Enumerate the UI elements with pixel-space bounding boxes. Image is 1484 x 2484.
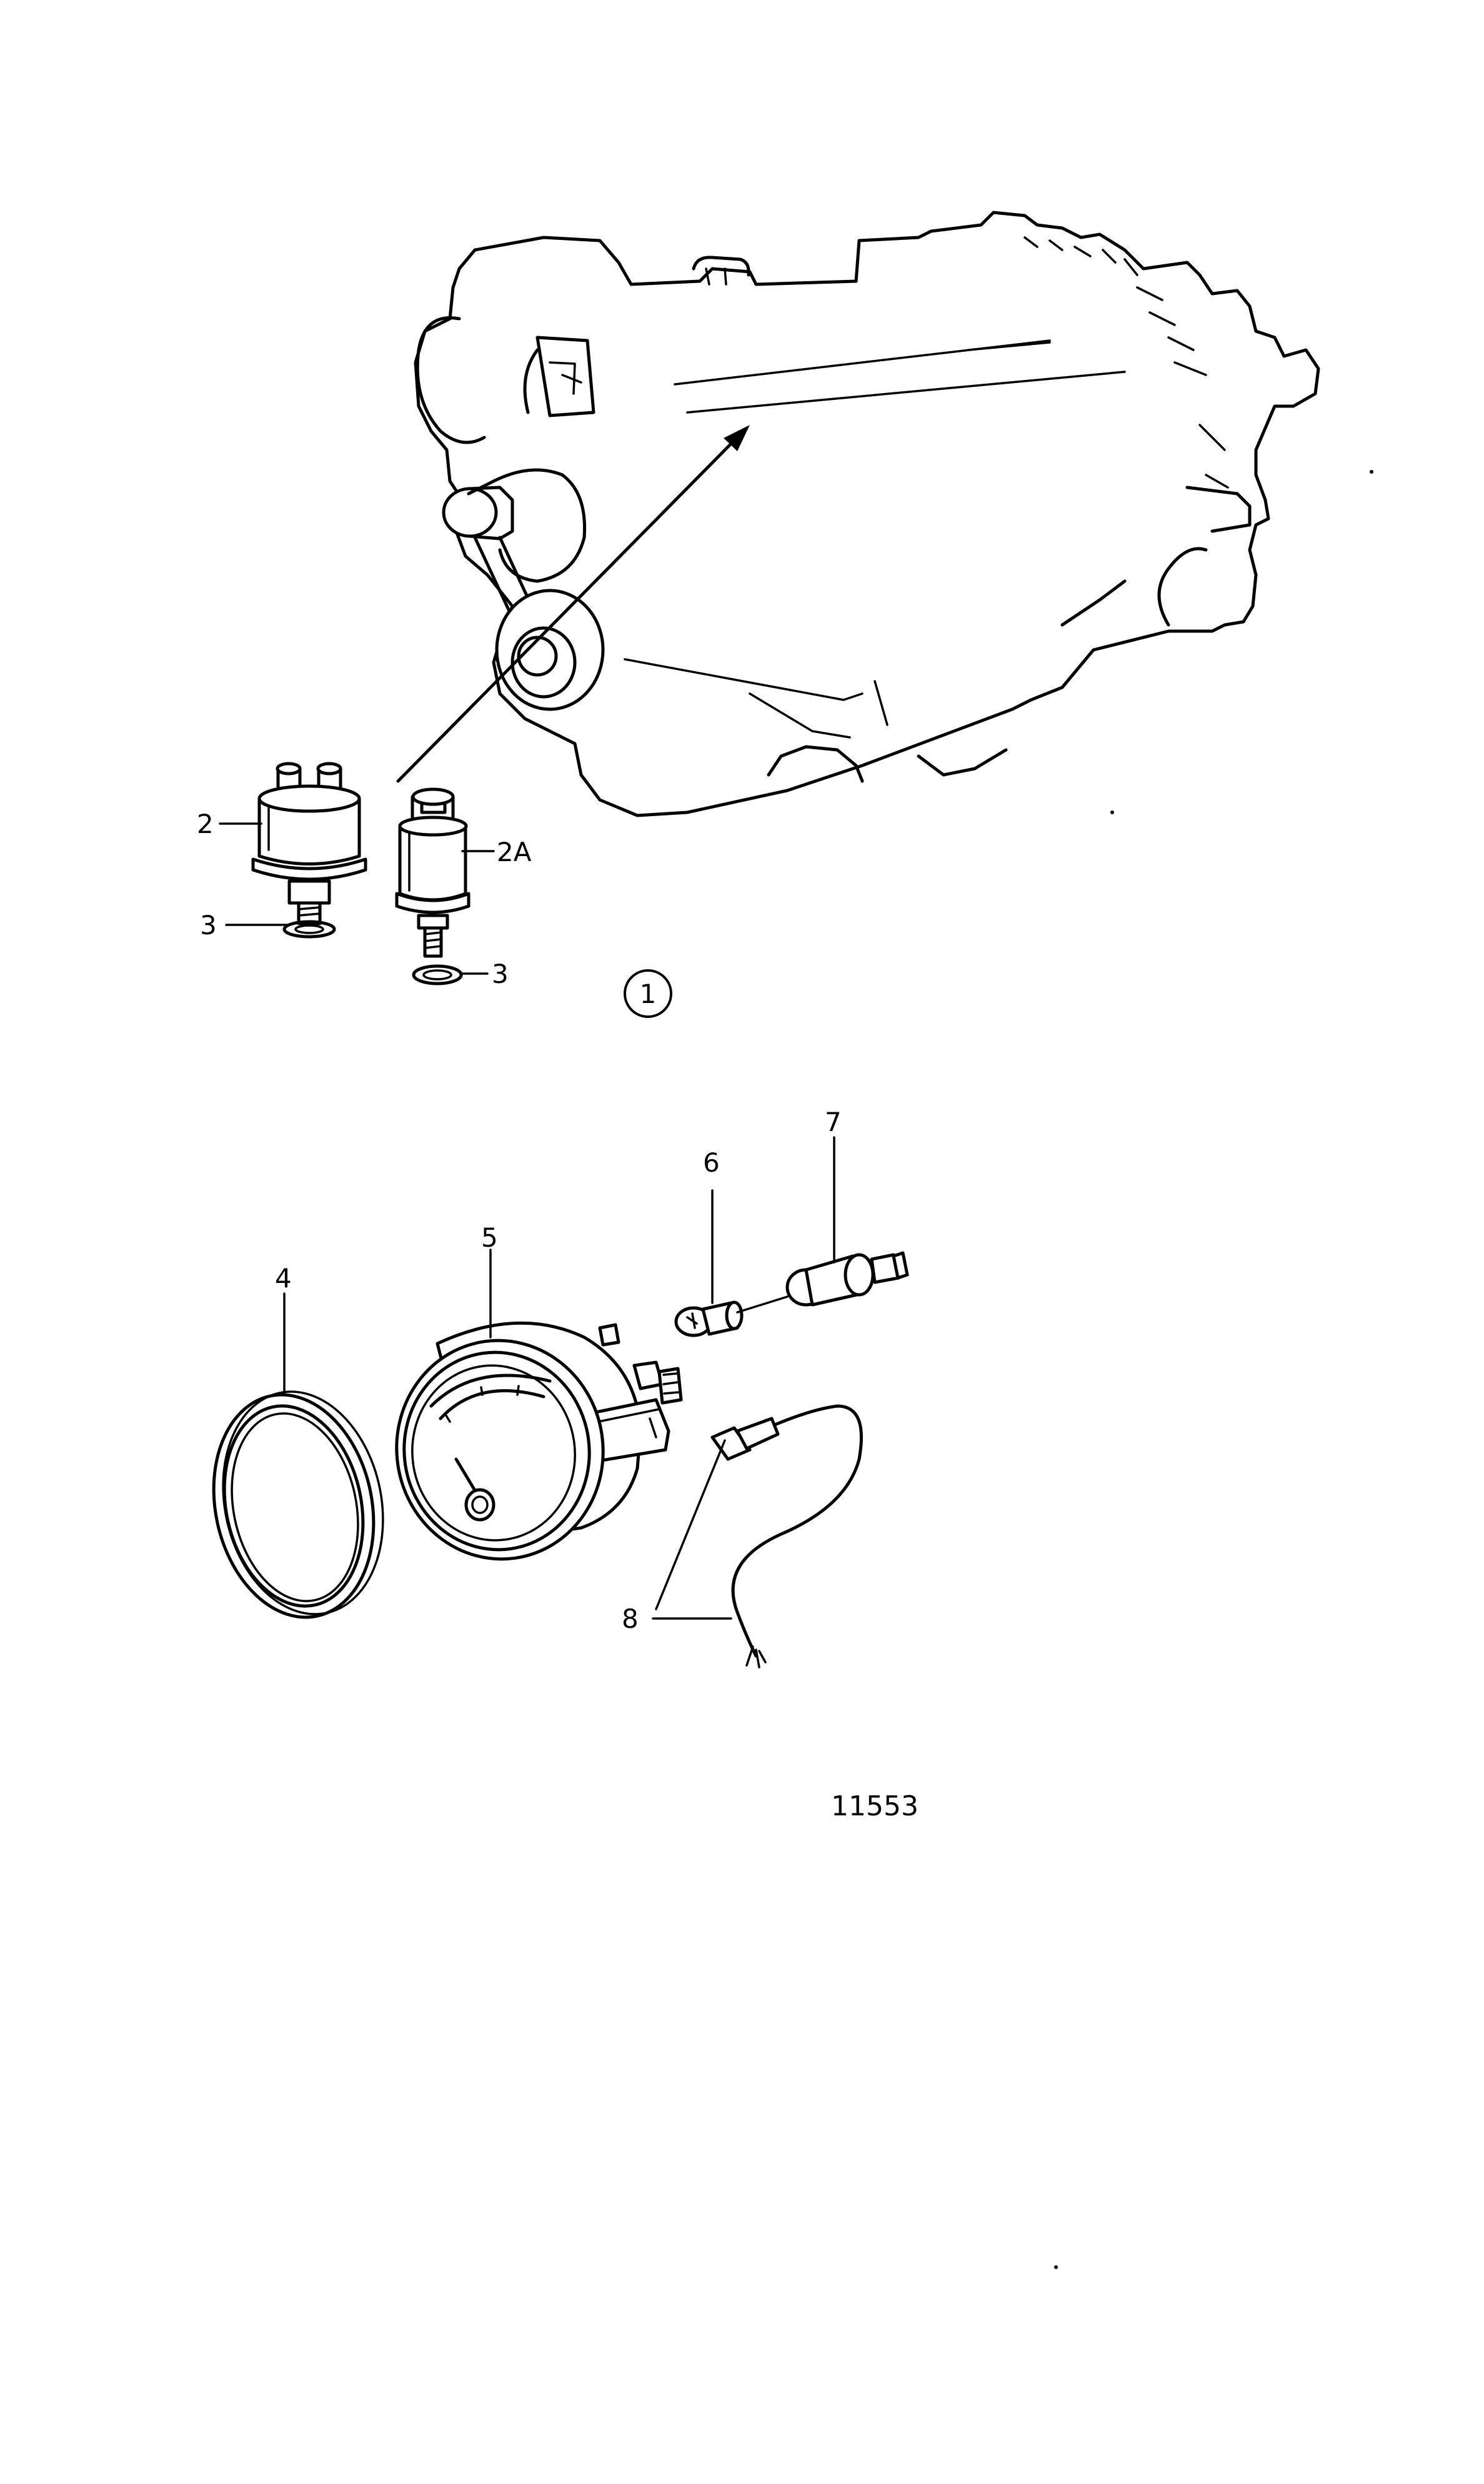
gauge-part-5 bbox=[395, 1321, 683, 1561]
callout-8: 8 bbox=[622, 1604, 639, 1634]
callout-2: 2 bbox=[197, 809, 214, 839]
callout-4: 4 bbox=[275, 1263, 292, 1294]
callout-1: 1 bbox=[640, 979, 657, 1009]
callout-7: 7 bbox=[825, 1107, 842, 1137]
sealing-washer-right bbox=[412, 964, 463, 985]
mounting-location-arrow bbox=[396, 425, 750, 783]
leader-lines-top bbox=[219, 822, 495, 975]
bezel-ring-part-4 bbox=[212, 1390, 384, 1619]
callout-6: 6 bbox=[703, 1147, 720, 1178]
sealing-washer-left bbox=[282, 920, 336, 939]
callout-3-left: 3 bbox=[200, 910, 217, 940]
cable-part-8 bbox=[710, 1404, 863, 1668]
pressure-sender-part-2 bbox=[251, 762, 367, 925]
leader-lines-bottom bbox=[283, 1136, 835, 1620]
callout-3-right: 3 bbox=[492, 959, 509, 989]
lamp-holder-part-7 bbox=[785, 1251, 909, 1307]
drawing-number: 11553 bbox=[831, 1790, 919, 1822]
engine-illustration bbox=[414, 211, 1320, 817]
callout-2a: 2A bbox=[497, 837, 532, 867]
pressure-sender-part-2a bbox=[395, 787, 471, 958]
bulb-part-6 bbox=[674, 1295, 789, 1337]
callout-5: 5 bbox=[481, 1222, 498, 1253]
group-marker-1: 1 bbox=[624, 969, 672, 1018]
